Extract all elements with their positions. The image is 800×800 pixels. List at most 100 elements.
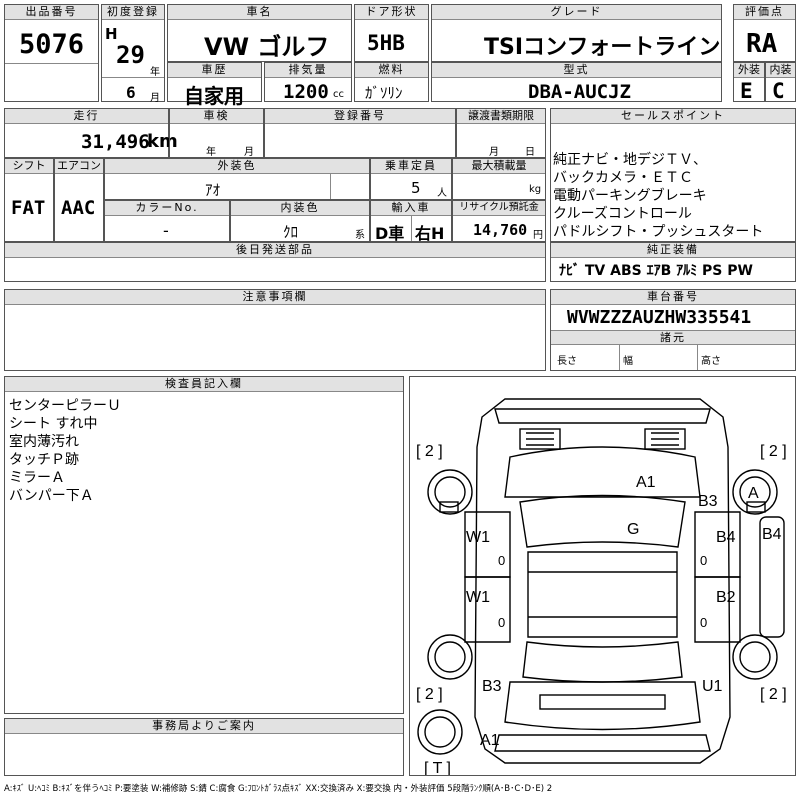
notes-label: 注意事項欄	[5, 290, 545, 305]
mark-rear-a1: A1	[480, 732, 500, 749]
fuel-cell: 燃料 ｶﾞｿﾘﾝ	[354, 62, 429, 102]
ext-color-cell: 外装色 ｱｵ	[104, 158, 370, 200]
rear-bumper	[494, 734, 711, 752]
year-unit: 年	[150, 67, 160, 78]
spare-tire-label: [ T ]	[424, 760, 451, 775]
aircon-cell: エアコン AAC	[54, 158, 104, 242]
first-registration-cell: 初度登録 H 29 年 6 月	[101, 4, 165, 104]
recycle-unit: 円	[533, 230, 543, 241]
door-type: 5HB	[367, 31, 405, 55]
transfer-month-unit: 月	[489, 147, 499, 158]
lot-cell: 出品番号 5076	[4, 4, 99, 102]
lot-number: 5076	[19, 29, 85, 60]
color-no-cell: カラーNo. -	[104, 200, 230, 242]
inspector-label: 検査員記入欄	[5, 377, 403, 392]
grade-label: グレード	[432, 5, 721, 20]
exterior-cell: 外装 E	[733, 62, 765, 103]
shift-cell: シフト FAT	[4, 158, 54, 242]
recycle-label: リサイクル預託金	[453, 201, 545, 216]
history-cell: 車歴 自家用	[167, 62, 262, 108]
vin-label: 車台番号	[551, 290, 795, 305]
license-plate	[539, 694, 666, 710]
fuel-label: 燃料	[355, 63, 428, 78]
right-mirror	[746, 501, 766, 513]
recycle-value: 14,760	[473, 221, 528, 239]
int-color-unit: 系	[355, 230, 365, 241]
max-load-cell: 最大積載量 kg	[452, 158, 546, 200]
wheel-front-right	[732, 469, 778, 515]
interior-cell: 内装 C	[765, 62, 796, 103]
right-rear-door	[694, 576, 741, 643]
mark-hood-a1: A1	[636, 474, 656, 491]
wheel-rear-left	[427, 634, 473, 680]
capacity-label: 乗車定員	[371, 159, 451, 174]
car-name-cell: 車名 VW ゴルフ	[167, 4, 352, 62]
import-handle: 右H	[415, 224, 445, 243]
zero-mark-3: 0	[498, 615, 505, 630]
trunk	[504, 681, 701, 731]
registration-cell: 登録番号	[264, 108, 456, 158]
inspection-label: 車検	[170, 109, 263, 124]
interior-grade: C	[772, 79, 785, 103]
mark-front-right-b3: B3	[698, 493, 718, 510]
model-value: DBA-AUCJZ	[528, 81, 631, 103]
exterior-label: 外装	[734, 63, 764, 78]
mark-windshield-g: G	[627, 521, 639, 538]
sales-label: セールスポイント	[551, 109, 795, 124]
mark-left-front-w1: W1	[466, 529, 490, 546]
model-label: 型式	[432, 63, 721, 78]
mileage-unit: km	[147, 131, 178, 152]
ext-color-label: 外装色	[105, 159, 369, 174]
color-no-value: -	[163, 221, 169, 240]
inspector-line-2: シート すれ中	[9, 416, 98, 432]
mark-rear-right-u1: U1	[702, 678, 723, 695]
mark-right-mirror-a: A	[748, 485, 759, 502]
capacity-cell: 乗車定員 5 人	[370, 158, 452, 200]
vin-cell: 車台番号 WVWZZZAUZHW335541 諸元 長さ 幅 高さ	[550, 289, 796, 371]
equipment-label: 純正装備	[551, 243, 795, 258]
inspector-line-3: 室内薄汚れ	[9, 434, 79, 450]
mark-right-panel-b4: B4	[762, 526, 782, 543]
reg-year: 29	[116, 41, 145, 69]
displacement-value: 1200	[283, 81, 329, 103]
inspection-month-unit: 月	[244, 147, 254, 158]
model-cell: 型式 DBA-AUCJZ	[431, 62, 722, 103]
mark-right-front-b4: B4	[716, 529, 736, 546]
history-label: 車歴	[168, 63, 261, 78]
displacement-cell: 排気量 1200 cc	[264, 62, 352, 103]
zero-mark-4: 0	[700, 615, 707, 630]
import-cell: 輸入車 D車 右H	[370, 200, 452, 243]
sales-line-4: クルーズコントロール	[553, 206, 692, 222]
mileage-label: 走行	[5, 109, 168, 124]
zero-mark-1: 0	[498, 553, 505, 568]
inspection-year-unit: 年	[206, 147, 216, 158]
spec-height: 高さ	[701, 356, 721, 367]
specs-label: 諸元	[551, 330, 795, 345]
capacity-unit: 人	[437, 188, 447, 199]
grade-value: TSIコンフォートライン	[484, 35, 721, 60]
inspector-cell: 検査員記入欄 センターピラーＵ シート すれ中 室内薄汚れ タッチＰ跡 ミラーＡ…	[4, 376, 404, 714]
inspector-line-4: タッチＰ跡	[9, 452, 79, 468]
car-diagram-svg: [ 2 ] [ 2 ] [ 2 ] [ 2 ] [ T ] A1 B3 A G …	[416, 398, 787, 777]
rating-cell: 評価点 RA	[733, 4, 796, 62]
color-no-label: カラーNo.	[105, 201, 229, 216]
interior-label: 内装	[766, 63, 795, 78]
int-color-label: 内装色	[231, 201, 369, 216]
vin-value: WVWZZZAUZHW335541	[567, 307, 752, 328]
wheel-front-left	[427, 469, 473, 515]
shift-value: FAT	[11, 197, 46, 219]
headlight-left	[519, 428, 561, 450]
wheel-rear-right	[732, 634, 778, 680]
zero-mark-2: 0	[700, 553, 707, 568]
equipment-cell: 純正装備 ﾅﾋﾞ TV ABS ｴｱB ｱﾙﾐ PS PW	[550, 242, 796, 282]
car-name: VW ゴルフ	[204, 33, 330, 61]
inspector-line-1: センターピラーＵ	[9, 398, 121, 414]
fuel-value: ｶﾞｿﾘﾝ	[365, 84, 403, 102]
registration-label: 登録番号	[265, 109, 455, 124]
spec-width: 幅	[623, 356, 633, 367]
door-label: ドア形状	[355, 5, 428, 20]
tire-rear-right-label: [ 2 ]	[760, 686, 787, 703]
tire-front-right-label: [ 2 ]	[760, 443, 787, 460]
capacity-value: 5	[411, 179, 421, 197]
shift-label: シフト	[5, 159, 53, 174]
